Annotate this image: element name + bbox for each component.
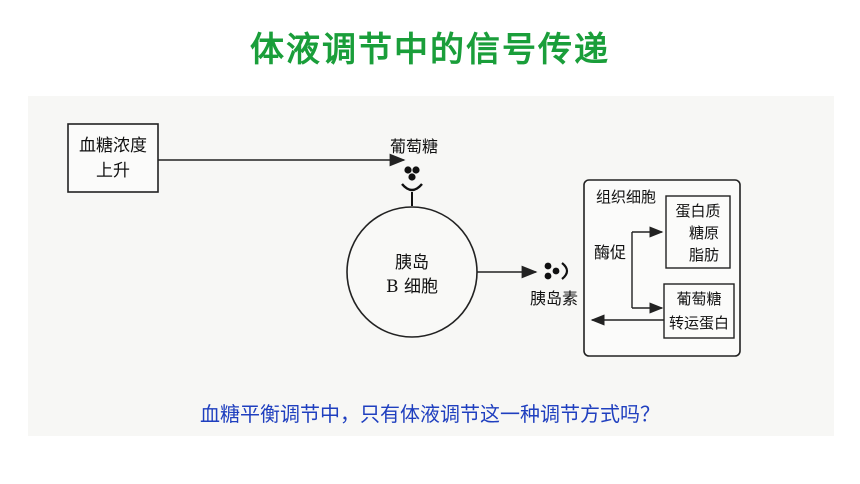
insulin-receptor-icon bbox=[561, 262, 569, 280]
glucose-label: 葡萄糖 bbox=[390, 137, 438, 156]
product-glycogen: 糖原 bbox=[689, 224, 719, 242]
blood-glucose-label-line1: 血糖浓度 bbox=[79, 136, 147, 156]
blood-glucose-box bbox=[67, 123, 159, 193]
transporter-label-line2: 转运蛋白 bbox=[669, 314, 729, 332]
glucose-receptor-icon bbox=[401, 183, 423, 192]
enzyme-promote-label: 酶促 bbox=[594, 243, 626, 262]
b-cell-label-line1: 胰岛 bbox=[395, 253, 429, 273]
slide-title: 体液调节中的信号传递 bbox=[250, 30, 610, 70]
tissue-cell-label: 组织细胞 bbox=[596, 188, 656, 206]
blood-glucose-label-line2: 上升 bbox=[96, 161, 130, 181]
product-protein: 蛋白质 bbox=[675, 202, 720, 220]
glucose-molecule-icon bbox=[404, 166, 420, 181]
glucose-transporter-box bbox=[663, 283, 735, 339]
transporter-label-line1: 葡萄糖 bbox=[676, 290, 721, 308]
products-box bbox=[665, 195, 731, 269]
discussion-question: 血糖平衡调节中，只有体液调节这一种调节方式吗？ bbox=[200, 402, 660, 426]
insulin-label: 胰岛素 bbox=[530, 289, 578, 308]
insulin-molecule-icon bbox=[544, 262, 560, 280]
b-cell-label-line2: B 细胞 bbox=[386, 277, 438, 297]
product-fat: 脂肪 bbox=[689, 246, 719, 264]
